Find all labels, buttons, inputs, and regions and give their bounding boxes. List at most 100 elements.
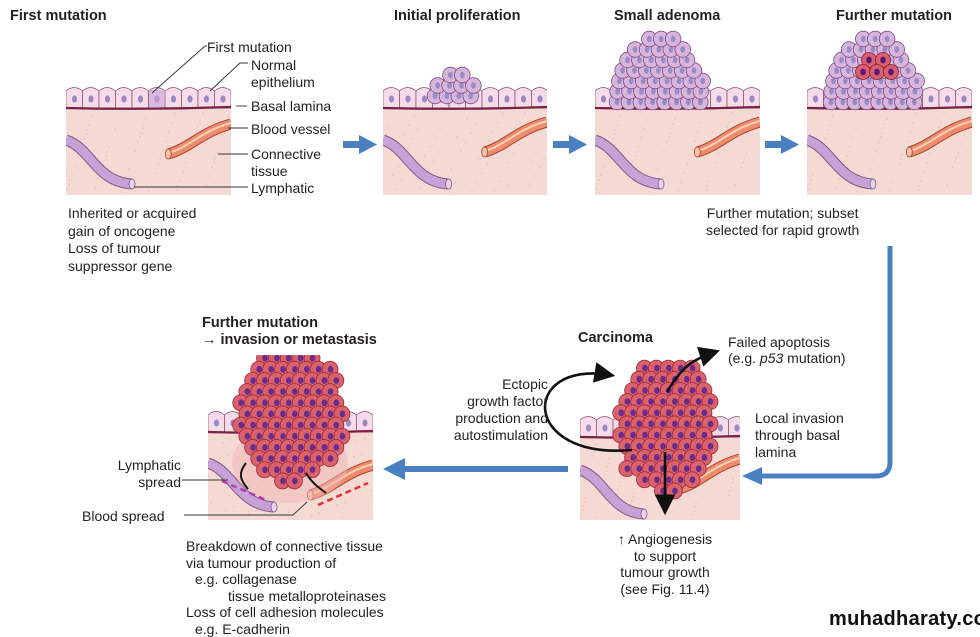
cell-nucleus [662, 88, 668, 95]
cell-nucleus [600, 95, 607, 103]
tissue-speckle [620, 115, 622, 117]
tissue-speckle [812, 174, 814, 176]
tissue-speckle [748, 143, 750, 145]
cell-nucleus [303, 388, 310, 396]
cell-nucleus [309, 421, 316, 429]
tissue-speckle [615, 129, 617, 131]
cell-nucleus [256, 388, 263, 396]
tissue-speckle [502, 113, 504, 115]
tissue-speckle [686, 163, 688, 165]
cell-nucleus [256, 410, 263, 418]
cell-nucleus [292, 455, 298, 462]
lymphatic-vessel [208, 458, 275, 512]
cell-nucleus [626, 98, 632, 106]
tissue-speckle [731, 482, 733, 484]
tissue-speckle [228, 116, 230, 118]
cell-nucleus [842, 77, 848, 85]
tissue-speckle [915, 113, 917, 115]
blood-flow [317, 481, 369, 507]
caption-line: e.g. collagenase [195, 571, 297, 587]
cell-nucleus [654, 364, 660, 372]
caption-further-mutation: Further mutation; subset selected for ra… [706, 205, 859, 239]
tissue-speckle [943, 112, 945, 114]
cell-nucleus [321, 421, 328, 429]
tissue-speckle [449, 191, 451, 193]
lymphatic-vessel [580, 465, 645, 519]
cell-nucleus [238, 399, 245, 407]
tissue-speckle [336, 504, 338, 506]
cell-nucleus [707, 420, 714, 428]
tissue-speckle [106, 151, 108, 153]
tissue-speckle [108, 146, 110, 148]
cell-nucleus [614, 98, 620, 106]
note-line: to support [633, 547, 697, 564]
cell-nucleus [660, 375, 666, 383]
tissue-speckle [460, 150, 462, 152]
tissue-speckle [960, 143, 962, 145]
cell-nucleus [717, 424, 724, 432]
tissue-speckle [470, 132, 472, 134]
tissue-speckle [177, 185, 179, 187]
stage-title-initial-proliferation: Initial proliferation [394, 8, 521, 24]
tissue-speckle [228, 494, 230, 496]
tissue-speckle [737, 175, 739, 177]
cell-nucleus [655, 67, 661, 74]
tissue-speckle [815, 165, 817, 167]
cell-nucleus [274, 399, 280, 407]
cell-nucleus [689, 409, 696, 417]
cell-nucleus [388, 95, 395, 103]
cell-nucleus [840, 98, 846, 106]
cell-nucleus [830, 77, 836, 85]
tissue-speckle [633, 492, 635, 494]
cell-nucleus [624, 442, 631, 450]
tissue-speckle [938, 126, 940, 128]
tissue-speckle [903, 149, 905, 151]
tissue-speckle [353, 456, 355, 458]
cell-nucleus [432, 92, 438, 100]
cell-nucleus [695, 420, 702, 428]
tissue-speckle [674, 118, 676, 120]
cell-nucleus [632, 46, 638, 53]
cell-nucleus [876, 98, 881, 106]
tissue-speckle [663, 150, 665, 152]
tissue-speckle [618, 485, 620, 487]
tissue-speckle [608, 458, 610, 460]
cell-nucleus [698, 88, 704, 95]
tissue-speckle [635, 151, 637, 153]
note-line: Failed apoptosis [728, 334, 830, 350]
cell-nucleus [642, 454, 648, 461]
tissue-speckle [370, 490, 372, 492]
tissue-speckle [646, 119, 648, 121]
tissue-speckle [605, 470, 607, 472]
tissue-speckle [900, 158, 902, 160]
tissue-speckle [174, 113, 176, 115]
lymphatic-vessel [807, 135, 874, 189]
tissue-speckle [612, 138, 614, 140]
cell-nucleus [616, 77, 622, 85]
tissue-speckle [140, 132, 142, 134]
tissue-speckle [476, 181, 478, 183]
cell-nucleus [691, 67, 697, 74]
cell-nucleus [250, 399, 256, 407]
tissue-speckle [383, 111, 384, 113]
tissue-speckle [940, 121, 942, 123]
cell-nucleus [262, 355, 268, 362]
tissue-speckle [694, 506, 696, 508]
tissue-speckle [211, 166, 213, 168]
cell-nucleus [292, 410, 298, 418]
cell-nucleus [648, 442, 654, 450]
tissue-speckle [208, 435, 209, 437]
tissue-speckle [878, 141, 880, 143]
cell-nucleus [268, 410, 274, 418]
tissue-speckle [401, 179, 403, 181]
tissue-speckle [313, 500, 315, 502]
tissue-speckle [703, 113, 705, 115]
cell-nucleus [944, 95, 951, 103]
caption-first-mutation: Inherited or acquired gain of oncogene L… [68, 205, 196, 275]
cell-nucleus [618, 431, 625, 439]
stage-title-first-mutation: First mutation [10, 8, 107, 24]
tissue-speckle [213, 161, 215, 163]
stage-title-metastasis: Further mutation → invasion or metastasi… [202, 315, 377, 349]
cell-nucleus [285, 421, 292, 429]
cell-nucleus [309, 399, 316, 407]
